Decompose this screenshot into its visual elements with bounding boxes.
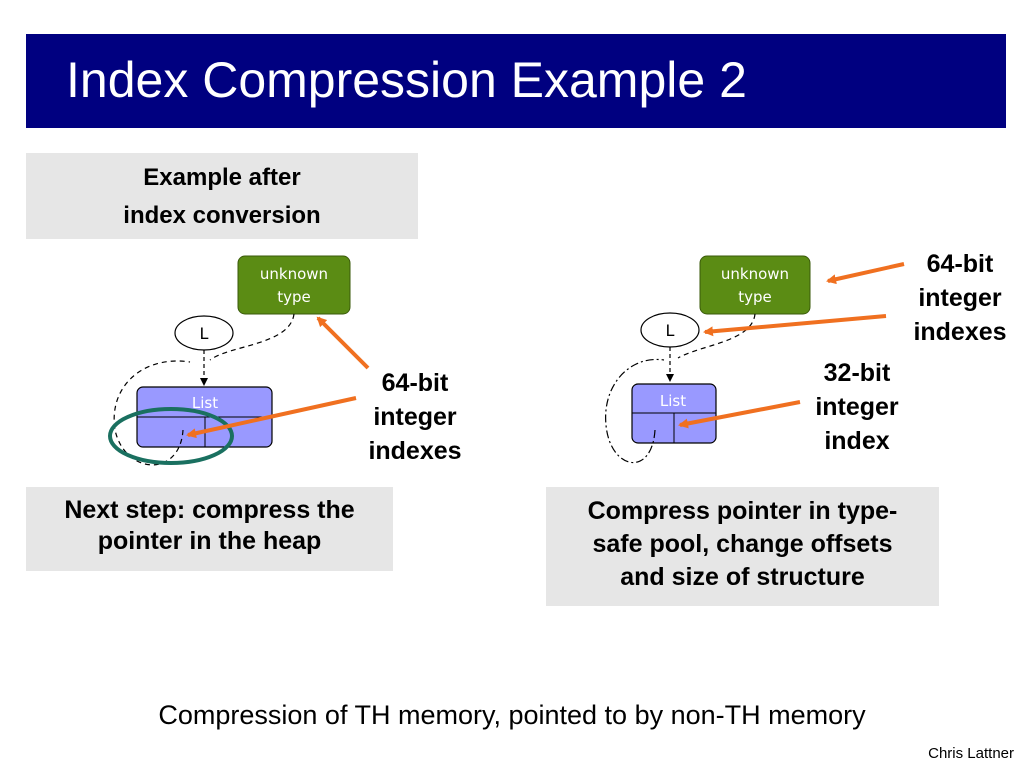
left-type-line1: unknown [260,265,328,283]
right-callout64-line1: 64-bit [926,250,994,278]
author-credit: Chris Lattner [928,745,1014,762]
right-callout64-line3: indexes [913,318,1007,346]
example-label-box: Example after index conversion [26,153,418,239]
next-step-box: Next step: compress the pointer in the h… [26,487,393,571]
right-callout-64bit: 64-bit integer indexes [896,247,1024,349]
left-list-node: List [136,386,273,448]
right-diagram: unknown type L List [605,255,905,463]
left-l-node: L [174,315,234,351]
left-arrow-to-list [186,396,357,439]
compress-line3: and size of structure [620,563,865,591]
left-callout-line2: integer [373,403,457,431]
title-bar: Index Compression Example 2 [26,34,1006,128]
right-callout64-line2: integer [918,284,1002,312]
left-diagram: unknown type L List [108,255,370,466]
right-callout32-line2: integer [815,393,899,421]
right-type-line2: type [738,288,772,306]
right-type-node: unknown type [699,255,811,315]
highlight-ellipse [108,407,234,465]
footer-caption: Compression of TH memory, pointed to by … [158,700,866,730]
compress-line1: Compress pointer in type- [587,497,898,525]
right-callout32-line3: index [824,427,890,455]
left-callout-64bit: 64-bit integer indexes [350,366,480,468]
left-type-node: unknown type [237,255,351,315]
left-callout-line1: 64-bit [381,369,449,397]
right-type-link [677,313,756,359]
right-l-node: L [640,312,700,348]
right-arrow-to-list [678,400,801,429]
example-label-line1: Example after [143,164,301,191]
compress-line2: safe pool, change offsets [592,530,893,558]
right-type-line1: unknown [721,265,789,283]
next-step-line2: pointer in the heap [97,527,322,555]
left-callout-line3: indexes [368,437,462,465]
right-callout32-line1: 32-bit [823,359,891,387]
left-list-label: List [192,394,218,412]
next-step-line1: Next step: compress the [64,496,355,524]
left-l-label: L [200,324,209,343]
right-arrow-to-l [703,314,887,337]
left-type-link [209,313,295,361]
right-list-node: List [631,383,717,444]
right-l-label: L [666,321,675,340]
right-callout-32bit: 32-bit integer index [794,356,920,458]
example-label-line2: index conversion [123,202,321,229]
right-arrow-to-type [826,262,905,285]
right-self-loop [605,358,665,463]
left-type-line2: type [277,288,311,306]
right-list-label: List [660,392,686,410]
left-arrow-to-type [316,316,370,370]
slide-title: Index Compression Example 2 [66,52,747,108]
compress-box: Compress pointer in type- safe pool, cha… [546,487,939,606]
